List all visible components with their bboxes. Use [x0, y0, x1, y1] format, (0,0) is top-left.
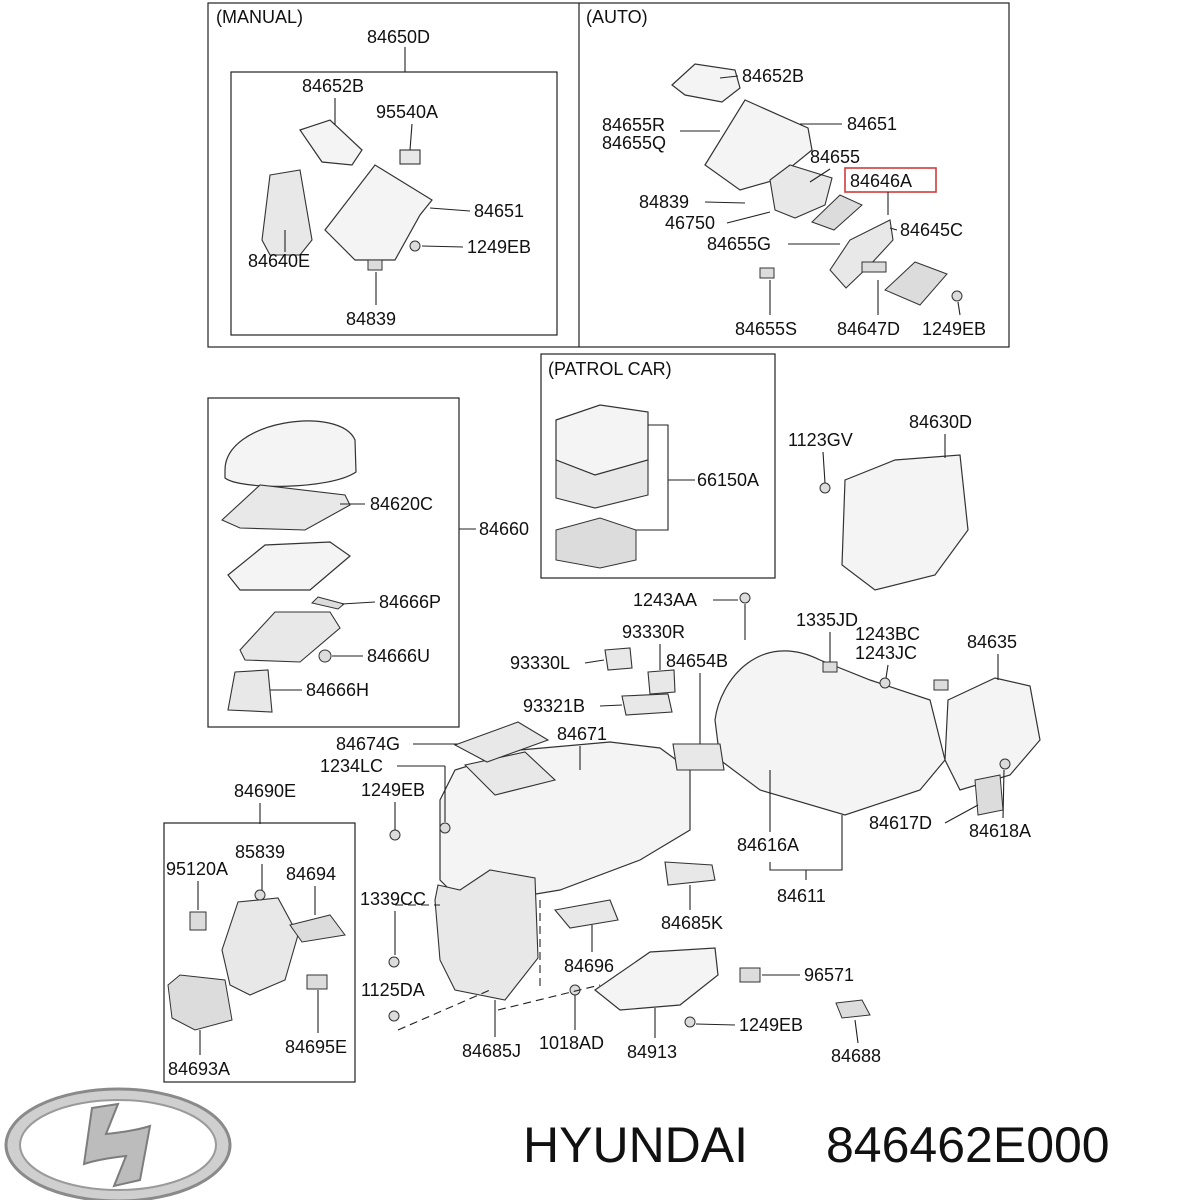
highlight-box-84646A	[844, 167, 937, 193]
label-84696: 84696	[564, 956, 614, 976]
section-patrol: (PATROL CAR)	[548, 359, 672, 379]
label-84666P: 84666P	[379, 592, 441, 612]
box-lower-shape	[555, 459, 649, 509]
shift-indicator-shape	[769, 164, 833, 219]
mat-84674G-shape	[453, 721, 550, 763]
cover-plate-shape	[829, 219, 894, 289]
label-84913: 84913	[627, 1042, 677, 1062]
label-84674G: 84674G	[336, 734, 400, 754]
label-84693A: 84693A	[168, 1059, 230, 1079]
cup-holder-84913-shape	[593, 947, 719, 1011]
label-84645C: 84645C	[900, 220, 963, 240]
label-85839: 85839	[235, 842, 285, 862]
label-46750: 46750	[665, 213, 715, 233]
armrest-box	[207, 397, 460, 728]
label-1123GV: 1123GV	[788, 430, 853, 450]
shift-boot-shape	[261, 169, 313, 256]
label-84694: 84694	[286, 864, 336, 884]
auto-bezel-shape	[704, 99, 813, 191]
top-frame	[207, 2, 1010, 348]
label-93321B: 93321B	[523, 696, 585, 716]
label-96571: 96571	[804, 965, 854, 985]
label-95120A: 95120A	[166, 859, 228, 879]
label-84646A: 84646A	[850, 171, 912, 191]
label-84688: 84688	[831, 1046, 881, 1066]
patrol-car-box	[540, 353, 776, 579]
shift-knob-cover-shape	[299, 119, 363, 166]
label-1249EB-auto: 1249EB	[922, 319, 986, 339]
label-84620C: 84620C	[370, 494, 433, 514]
section-auto: (AUTO)	[586, 7, 648, 27]
label-84839-auto: 84839	[639, 192, 689, 212]
label-84695E: 84695E	[285, 1037, 347, 1057]
label-84651-manual: 84651	[474, 201, 524, 221]
label-1243JC: 1243JC	[855, 643, 917, 663]
label-1243AA: 1243AA	[633, 590, 697, 610]
label-84616A: 84616A	[737, 835, 799, 855]
label-84650D: 84650D	[367, 27, 430, 47]
label-1339CC: 1339CC	[360, 889, 426, 909]
label-84635: 84635	[967, 632, 1017, 652]
label-84685J: 84685J	[462, 1041, 521, 1061]
console-bracket-shape	[434, 869, 539, 1001]
label-84647D: 84647D	[837, 319, 900, 339]
label-84640E: 84640E	[248, 251, 310, 271]
manual-bezel-shape	[324, 164, 433, 261]
label-93330R: 93330R	[622, 622, 685, 642]
label-84630D: 84630D	[909, 412, 972, 432]
label-1249EB-manual: 1249EB	[467, 237, 531, 257]
storage-84690E-shape	[221, 897, 299, 996]
label-1243BC: 1243BC	[855, 624, 920, 644]
label-1234LC: 1234LC	[320, 756, 383, 776]
label-66150A: 66150A	[697, 470, 759, 490]
label-84655Q: 84655Q	[602, 133, 666, 153]
label-84839-manual: 84839	[346, 309, 396, 329]
label-84666U: 84666U	[367, 646, 430, 666]
label-84651-auto: 84651	[847, 114, 897, 134]
label-84655S: 84655S	[735, 319, 797, 339]
label-84618A: 84618A	[969, 821, 1031, 841]
label-84655R: 84655R	[602, 115, 665, 135]
armrest-plate-shape	[221, 484, 351, 531]
manual-inner-box	[230, 71, 558, 336]
storage-box	[163, 822, 356, 1083]
label-1335JD: 1335JD	[796, 610, 858, 630]
label-84666H: 84666H	[306, 680, 369, 700]
label-84652B-auto: 84652B	[742, 66, 804, 86]
label-84652B-manual: 84652B	[302, 76, 364, 96]
label-84655: 84655	[810, 147, 860, 167]
latch-handle-shape	[227, 669, 273, 713]
label-93330L: 93330L	[510, 653, 570, 673]
armrest-lid-shape	[224, 420, 357, 487]
side-cover-right-shape	[944, 677, 1041, 791]
label-1249EB-a: 1249EB	[361, 780, 425, 800]
label-84671: 84671	[557, 724, 607, 744]
label-84660: 84660	[479, 519, 529, 539]
label-95540A: 95540A	[376, 102, 438, 122]
label-84611: 84611	[777, 886, 826, 906]
console-rear-shape	[714, 650, 946, 816]
label-84654B: 84654B	[666, 651, 728, 671]
section-manual: (MANUAL)	[216, 7, 303, 27]
label-84690E: 84690E	[234, 781, 296, 801]
part-number: 846462E000	[826, 1117, 1110, 1173]
label-84617D: 84617D	[869, 813, 932, 833]
label-84655G: 84655G	[707, 234, 771, 254]
label-1018AD: 1018AD	[539, 1033, 604, 1053]
brand-name: HYUNDAI	[523, 1117, 748, 1173]
switch-shape	[399, 149, 421, 165]
console-bin-shape	[463, 751, 557, 796]
auto-knob-cover-shape	[671, 63, 741, 103]
latch-assembly-shape	[239, 611, 341, 663]
label-1249EB-b: 1249EB	[739, 1015, 803, 1035]
tray-shape	[227, 541, 351, 591]
label-84685K: 84685K	[661, 913, 723, 933]
side-cover-84630D-shape	[841, 454, 969, 591]
label-1125DA: 1125DA	[361, 980, 425, 1000]
hyundai-logo-icon	[4, 1087, 232, 1200]
